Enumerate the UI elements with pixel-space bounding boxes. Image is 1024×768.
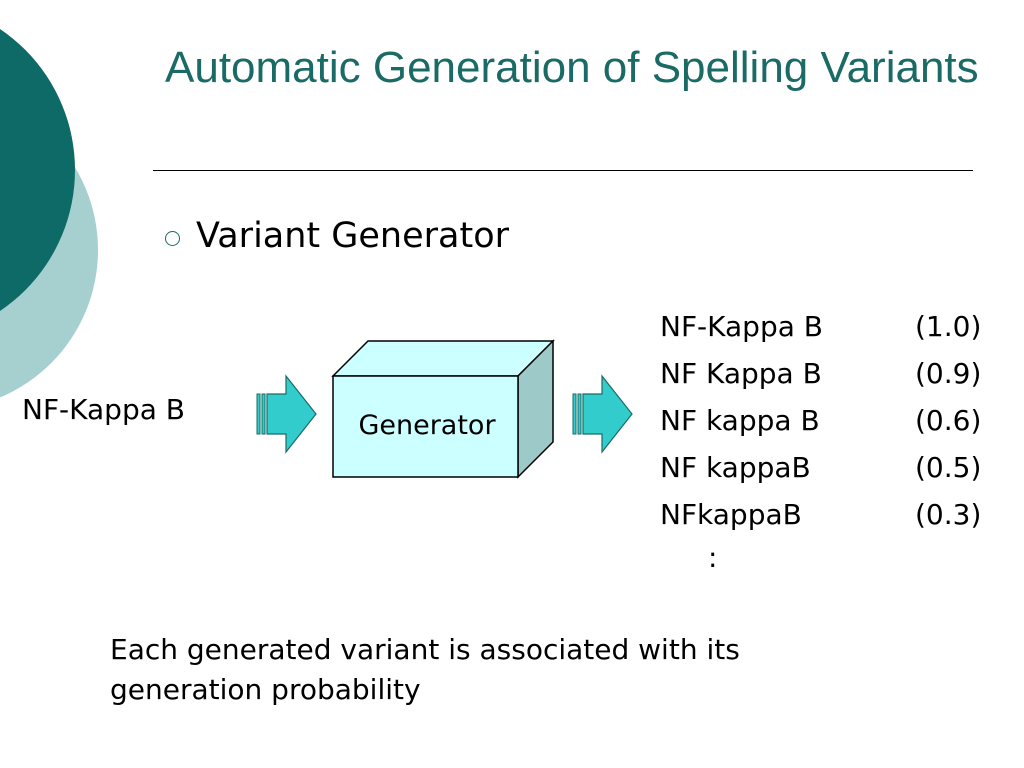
variant-name: NF-Kappa B (660, 310, 823, 343)
variant-name: NFkappaB (660, 498, 802, 531)
slide-title: Automatic Generation of Spelling Variant… (165, 43, 979, 92)
variant-row: NF-Kappa B (1.0) (660, 303, 981, 350)
variant-name: NF kappaB (660, 451, 811, 484)
output-arrow-icon (572, 374, 633, 454)
variant-name: NF kappa B (660, 404, 820, 437)
variant-row: NF kappa B (0.6) (660, 397, 981, 444)
bullet-text: Variant Generator (196, 216, 510, 256)
variant-probability: (0.9) (915, 357, 982, 390)
variant-probability: (1.0) (915, 310, 982, 343)
variant-probability: (0.3) (915, 498, 982, 531)
input-arrow-icon (256, 374, 317, 454)
title-divider (153, 170, 973, 171)
continuation-mark: : (708, 541, 718, 574)
generator-box (331, 339, 555, 479)
bullet-item: Variant Generator (165, 214, 509, 258)
variant-row: NF Kappa B (0.9) (660, 350, 981, 397)
variant-probability: (0.6) (915, 404, 982, 437)
decorative-circles (0, 29, 98, 398)
variant-list: NF-Kappa B (1.0) NF Kappa B (0.9) NF kap… (660, 303, 981, 538)
variant-row: NFkappaB (0.3) (660, 491, 981, 538)
variant-name: NF Kappa B (660, 357, 822, 390)
variant-probability: (0.5) (915, 451, 982, 484)
input-term-label: NF-Kappa B (22, 393, 185, 426)
explanation-note: Each generated variant is associated wit… (110, 633, 740, 706)
dark-teal-circle (0, 29, 75, 311)
generator-label: Generator (358, 410, 496, 441)
hollow-circle-bullet-icon (165, 230, 180, 246)
variant-row: NF kappaB (0.5) (660, 444, 981, 491)
